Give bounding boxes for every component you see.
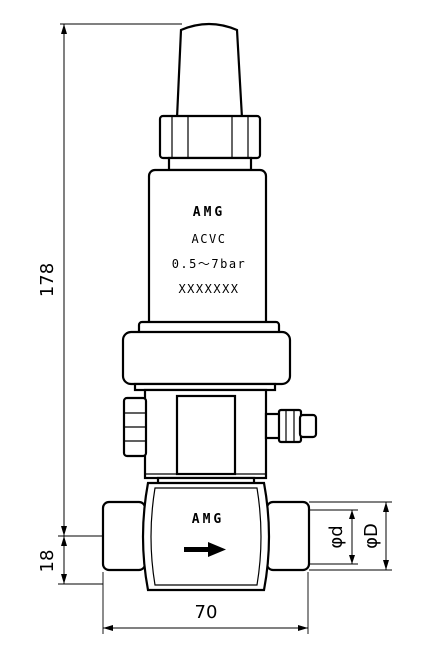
left-adjuster (122, 396, 148, 458)
dimension-total-height: 178 (37, 23, 182, 536)
dimension-total-height-value: 178 (37, 263, 58, 297)
dimension-base-height: 18 (37, 535, 103, 585)
valve-bonnet (143, 388, 268, 480)
flow-arrow-icon (184, 542, 226, 557)
label-range: 0.5～7bar (172, 257, 247, 271)
dimension-width-value: 70 (195, 602, 218, 623)
dimension-outer-diameter-value: φD (361, 523, 382, 549)
label-model: ACVC (192, 232, 227, 246)
dimension-inner-diameter: φd (309, 509, 358, 565)
valve-body: AMG (101, 481, 311, 592)
diaphragm-flange (121, 320, 292, 392)
dimension-inner-diameter-value: φd (326, 525, 347, 548)
body-brand: AMG (192, 512, 224, 527)
label-brand: AMG (193, 205, 225, 220)
hex-nut (158, 114, 262, 172)
dimension-base-height-value: 18 (37, 550, 58, 573)
dimension-outer-diameter: φD (309, 501, 392, 571)
label-serial: XXXXXXX (178, 282, 239, 296)
dimension-width: 70 (102, 572, 309, 634)
pilot-connection (264, 408, 318, 444)
sensing-cap (175, 22, 244, 120)
spring-housing: AMG ACVC 0.5～7bar XXXXXXX (147, 168, 268, 332)
